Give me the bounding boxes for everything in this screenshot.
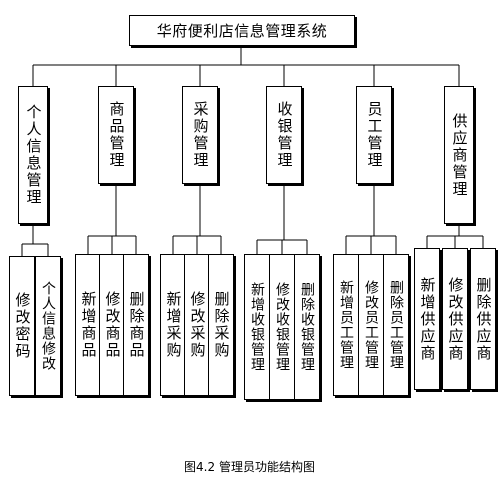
function-node: 删除供应商 xyxy=(470,248,496,390)
module-label: 供应商管理 xyxy=(450,112,469,198)
function-label: 删除采购 xyxy=(212,291,231,359)
module-node: 采购管理 xyxy=(182,86,218,184)
root-label: 华府便利店信息管理系统 xyxy=(156,22,328,40)
module-node: 收银管理 xyxy=(266,86,302,184)
function-node: 删除员工管理 xyxy=(383,254,409,396)
function-node: 修改供应商 xyxy=(442,248,468,390)
function-label: 新增供应商 xyxy=(418,276,437,362)
function-label: 新增员工管理 xyxy=(338,280,354,370)
function-node: 修改员工管理 xyxy=(358,254,384,396)
function-label: 修改员工管理 xyxy=(363,280,379,370)
module-node: 个人信息管理 xyxy=(18,86,48,224)
module-label: 个人信息管理 xyxy=(24,104,43,206)
module-node: 员工管理 xyxy=(356,86,392,184)
function-label: 新增商品 xyxy=(79,291,98,359)
function-node: 修改商品 xyxy=(99,254,125,396)
function-label: 修改密码 xyxy=(13,292,32,360)
module-label: 收银管理 xyxy=(275,101,294,169)
function-label: 个人信息修改 xyxy=(40,281,56,371)
function-label: 修改收银管理 xyxy=(274,282,290,372)
function-node: 新增供应商 xyxy=(414,248,440,390)
function-node: 新增采购 xyxy=(160,254,186,396)
function-node: 个人信息修改 xyxy=(35,256,61,396)
figure-caption: 图4.2 管理员功能结构图 xyxy=(184,460,315,474)
function-node: 删除商品 xyxy=(123,254,149,396)
function-label: 新增收银管理 xyxy=(249,282,265,372)
function-node: 新增商品 xyxy=(75,254,101,396)
function-label: 删除收银管理 xyxy=(299,282,315,372)
function-node: 修改收银管理 xyxy=(269,254,295,400)
module-label: 商品管理 xyxy=(107,101,126,169)
function-node: 删除收银管理 xyxy=(294,254,320,400)
function-label: 删除供应商 xyxy=(474,276,493,362)
function-label: 修改采购 xyxy=(188,291,207,359)
module-label: 员工管理 xyxy=(365,101,384,169)
module-node: 商品管理 xyxy=(98,86,134,184)
module-node: 供应商管理 xyxy=(444,86,474,224)
function-label: 新增采购 xyxy=(164,291,183,359)
function-label: 删除商品 xyxy=(127,291,146,359)
function-node: 删除采购 xyxy=(208,254,234,396)
function-node: 修改采购 xyxy=(184,254,210,396)
function-node: 修改密码 xyxy=(9,256,35,396)
module-label: 采购管理 xyxy=(191,101,210,169)
root-node: 华府便利店信息管理系统 xyxy=(129,15,355,46)
function-label: 修改供应商 xyxy=(446,276,465,362)
function-node: 新增员工管理 xyxy=(333,254,359,396)
function-label: 删除员工管理 xyxy=(388,280,404,370)
function-label: 修改商品 xyxy=(103,291,122,359)
function-node: 新增收银管理 xyxy=(244,254,270,400)
